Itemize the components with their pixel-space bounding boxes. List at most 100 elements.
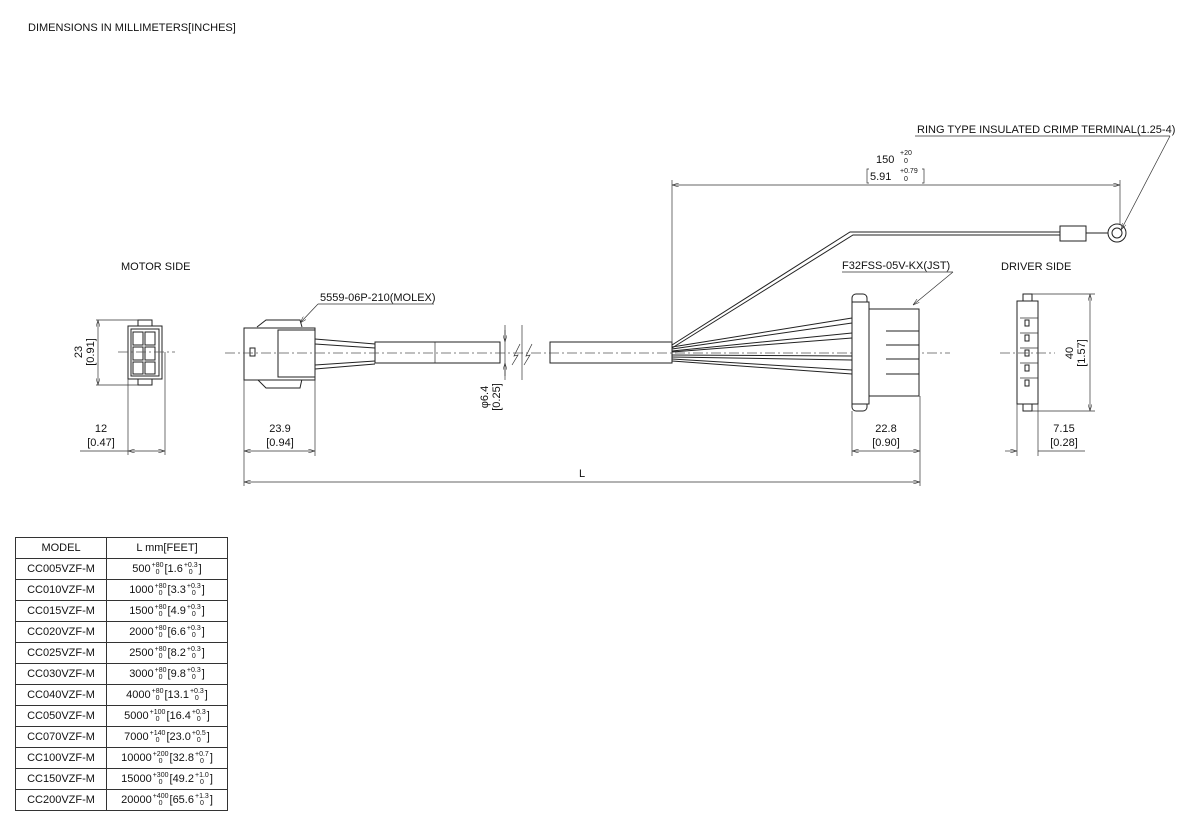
length-ft-tol-upper: +0.3	[189, 688, 204, 695]
model-cell: CC030VZF-M	[15, 663, 107, 685]
length-ft-tol-lower: 0	[191, 632, 196, 639]
length-mm: 15000	[121, 772, 152, 785]
length-ft-tol-lower: 0	[191, 653, 196, 660]
driver-height-in: [1.57]	[1076, 339, 1088, 367]
motor-conn-len-in: [0.94]	[266, 437, 294, 449]
length-ft-tol-lower: 0	[199, 800, 204, 807]
driver-width-mm: 7.15	[1053, 423, 1074, 435]
length-ft-tol-upper: +0.3	[186, 646, 201, 653]
length-ft-tol-upper: +0.3	[186, 583, 201, 590]
drawing-title: DIMENSIONS IN MILLIMETERS[INCHES]	[28, 22, 236, 34]
cable-diameter-in: [0.25]	[491, 383, 503, 411]
length-mm-tol-lower: 0	[155, 737, 160, 744]
overall-length-label: L	[579, 468, 585, 480]
model-cell: CC005VZF-M	[15, 558, 107, 580]
ring-terminal-label: RING TYPE INSULATED CRIMP TERMINAL(1.25-…	[917, 124, 1175, 136]
length-ft-tol-lower: 0	[199, 758, 204, 765]
length-mm-tol-lower: 0	[155, 569, 160, 576]
length-mm: 4000	[126, 688, 151, 701]
length-mm-tol-lower: 0	[158, 590, 163, 597]
length-mm: 1500	[129, 604, 154, 617]
length-mm-tol-upper: +100	[149, 709, 166, 716]
length-mm-tol-lower: 0	[158, 611, 163, 618]
length-ft: 23.0	[169, 730, 191, 743]
driver-width-in: [0.28]	[1050, 437, 1078, 449]
model-cell: CC200VZF-M	[15, 789, 107, 811]
length-ft-tol-upper: +0.5	[191, 730, 206, 737]
length-ft-tol-upper: +0.3	[186, 667, 201, 674]
length-ft-tol-upper: +0.7	[194, 751, 209, 758]
driver-connector-end-view	[1000, 293, 1055, 412]
header-model: MODEL	[15, 537, 107, 559]
ground-len-in: 5.91	[870, 171, 891, 183]
ground-len-tol-upper: +20	[900, 150, 912, 157]
model-cell: CC040VZF-M	[15, 684, 107, 706]
length-mm-tol-lower: 0	[155, 716, 160, 723]
length-mm: 20000	[121, 793, 152, 806]
length-ft-tol-lower: 0	[196, 716, 201, 723]
ground-len-tol-lower: 0	[904, 158, 908, 165]
model-cell: CC010VZF-M	[15, 579, 107, 601]
length-mm-tol-upper: +400	[152, 793, 169, 800]
motor-height-mm: 23	[73, 346, 85, 358]
motor-conn-len-mm: 23.9	[269, 423, 290, 435]
length-mm-tol-upper: +80	[154, 583, 167, 590]
header-length: L mm[FEET]	[106, 537, 228, 559]
length-ft-tol-upper: +0.3	[183, 562, 198, 569]
length-mm: 2000	[129, 625, 154, 638]
length-ft: 32.8	[172, 751, 194, 764]
length-ft: 49.2	[172, 772, 194, 785]
length-mm: 2500	[129, 646, 154, 659]
length-mm: 1000	[129, 583, 154, 596]
cable	[374, 341, 673, 366]
length-ft: 6.6	[170, 625, 186, 638]
length-ft-tol-lower: 0	[188, 569, 193, 576]
model-cell: CC050VZF-M	[15, 705, 107, 727]
length-ft-tol-lower: 0	[199, 779, 204, 786]
driver-connector-label: F32FSS-05V-KX(JST)	[842, 260, 950, 272]
length-ft-tol-upper: +1.3	[194, 793, 209, 800]
length-mm-tol-lower: 0	[158, 674, 163, 681]
length-mm-tol-upper: +80	[154, 625, 167, 632]
length-ft: 65.6	[172, 793, 194, 806]
length-mm-tol-upper: +80	[154, 646, 167, 653]
ground-len-in-tol-upper: +0.79	[900, 168, 918, 175]
motor-connector-label: 5559-06P-210(MOLEX)	[320, 292, 436, 304]
length-mm: 10000	[121, 751, 152, 764]
driver-connector	[851, 293, 920, 412]
length-mm-tol-lower: 0	[158, 632, 163, 639]
motor-connector	[243, 319, 376, 389]
driver-conn-len-in: [0.90]	[872, 437, 900, 449]
length-ft-tol-lower: 0	[194, 695, 199, 702]
length-mm-tol-upper: +80	[154, 604, 167, 611]
length-mm: 7000	[124, 730, 149, 743]
length-ft: 9.8	[170, 667, 186, 680]
length-mm: 500	[132, 562, 151, 575]
motor-side-label: MOTOR SIDE	[121, 261, 190, 273]
driver-side-label: DRIVER SIDE	[1001, 261, 1071, 273]
length-ft: 3.3	[170, 583, 186, 596]
length-ft-tol-lower: 0	[196, 737, 201, 744]
motor-width-mm: 12	[95, 423, 107, 435]
